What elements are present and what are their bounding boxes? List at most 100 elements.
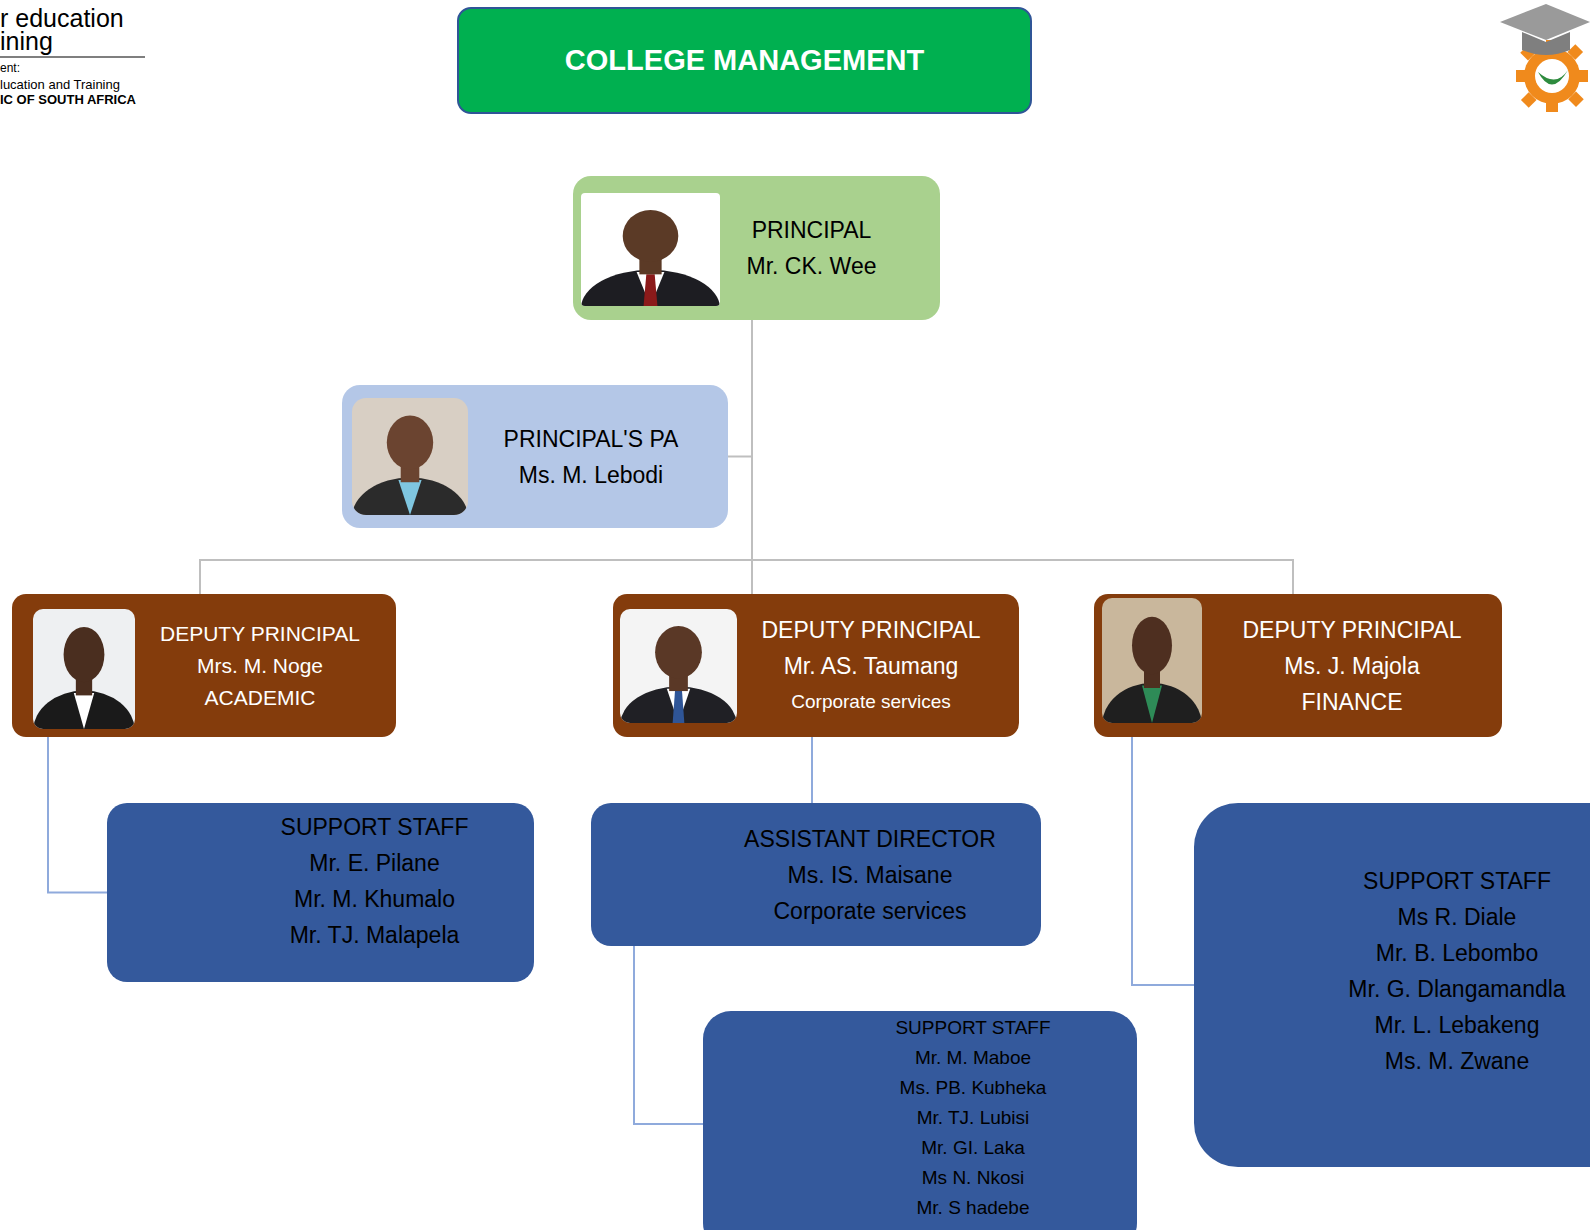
logo-text: ining	[0, 27, 53, 56]
portrait-photo	[1102, 598, 1202, 723]
mortarboard-icon	[1500, 4, 1590, 55]
person-name: Corporate services	[791, 684, 950, 720]
person-name: Mr. TJ. Malapela	[290, 917, 460, 953]
gear-tooth	[1516, 70, 1526, 82]
text-column: ASSISTANT DIRECTORMs. IS. MaisaneCorpora…	[699, 821, 1041, 929]
portrait	[33, 609, 135, 729]
connector-line	[728, 320, 752, 457]
logo-text: ent:	[0, 62, 20, 76]
gear-tooth	[1546, 102, 1558, 112]
person-name: Mr. B. Lebombo	[1376, 935, 1538, 971]
person-name: Mr. GI. Laka	[921, 1133, 1024, 1163]
text-column: PRINCIPALMr. CK. Wee	[723, 212, 900, 284]
connector-line	[634, 946, 703, 1124]
person-name: Mr. TJ. Lubisi	[917, 1103, 1030, 1133]
head	[623, 210, 679, 262]
portrait-photo	[581, 193, 720, 306]
collar	[667, 689, 690, 723]
head	[387, 416, 433, 470]
person-name: Mr. G. Dlangamandla	[1348, 971, 1565, 1007]
person-name: Mr. CK. Wee	[747, 248, 877, 284]
staff-box: SUPPORT STAFFMs R. DialeMr. B. LebomboMr…	[1194, 803, 1590, 1167]
person-name: ACADEMIC	[205, 682, 316, 714]
person-name: Mr. E. Pilane	[309, 845, 439, 881]
person-name: Ms. J. Majola	[1284, 648, 1419, 684]
head	[1132, 617, 1172, 675]
deputy-box: DEPUTY PRINCIPALMs. J. MajolaFINANCE	[1094, 594, 1502, 737]
text-column: DEPUTY PRINCIPALMr. AS. TaumangCorporate…	[741, 612, 1001, 720]
person-name: Mrs. M. Noge	[197, 650, 323, 682]
role-heading: ASSISTANT DIRECTOR	[744, 821, 996, 857]
deputy-box: DEPUTY PRINCIPALMr. AS. TaumangCorporate…	[613, 594, 1019, 737]
person-name: Corporate services	[773, 893, 966, 929]
text-column: PRINCIPAL'S PAMs. M. Lebodi	[472, 421, 710, 493]
portrait-photo	[352, 398, 468, 515]
role-heading: SUPPORT STAFF	[895, 1013, 1050, 1043]
portrait	[581, 193, 720, 306]
college-logo	[1496, 0, 1590, 112]
role-heading: SUPPORT STAFF	[1363, 863, 1551, 899]
person-name: Ms. IS. Maisane	[788, 857, 953, 893]
person-name: Mr. AS. Taumang	[784, 648, 959, 684]
portrait-photo	[620, 609, 737, 723]
role-heading: PRINCIPAL	[752, 212, 872, 248]
connector-line	[752, 320, 1293, 594]
portrait-photo	[33, 609, 135, 729]
text-column: SUPPORT STAFFMs R. DialeMr. B. LebomboMr…	[1316, 863, 1590, 1079]
head	[64, 627, 105, 682]
person-name: FINANCE	[1302, 684, 1403, 720]
cap-top	[1500, 4, 1590, 40]
person-name: Ms N. Nkosi	[922, 1163, 1024, 1193]
logo-text: lucation and Training	[0, 78, 120, 93]
collar	[74, 693, 94, 729]
shoulders	[352, 478, 468, 515]
text-column: SUPPORT STAFFMr. E. PilaneMr. M. Khumalo…	[215, 809, 534, 953]
role-heading: SUPPORT STAFF	[281, 809, 469, 845]
logo-underline	[0, 56, 145, 57]
principal-box: PRINCIPALMr. CK. Wee	[573, 176, 940, 320]
head	[655, 626, 702, 678]
shoulders	[620, 687, 737, 723]
connector-line	[811, 737, 813, 803]
deputy-box: DEPUTY PRINCIPALMrs. M. NogeACADEMIC	[12, 594, 396, 737]
gear-tooth	[1568, 92, 1584, 108]
title-banner: COLLEGE MANAGEMENT	[457, 7, 1032, 114]
role-heading: PRINCIPAL'S PA	[504, 421, 679, 457]
collar	[1142, 686, 1162, 724]
gear-hole	[1535, 59, 1569, 93]
connector-line	[200, 320, 752, 594]
portrait	[620, 609, 737, 723]
portrait	[1102, 598, 1202, 723]
logo-text: IC OF SOUTH AFRICA	[0, 93, 136, 108]
text-column: DEPUTY PRINCIPALMs. J. MajolaFINANCE	[1206, 612, 1498, 720]
assistant-box: PRINCIPAL'S PAMs. M. Lebodi	[342, 385, 728, 528]
text-column: SUPPORT STAFFMr. M. MaboeMs. PB. Kubheka…	[809, 1013, 1137, 1223]
gear-tooth	[1578, 70, 1588, 82]
gear-body	[1524, 48, 1580, 104]
person-name: Ms. M. Lebodi	[519, 457, 663, 493]
connector-line	[48, 737, 107, 893]
cap-band	[1522, 32, 1570, 55]
person-name: Mr. M. Maboe	[915, 1043, 1031, 1073]
title-text: COLLEGE MANAGEMENT	[565, 44, 924, 77]
shoulders	[581, 270, 720, 306]
person-name: Ms. PB. Kubheka	[900, 1073, 1047, 1103]
green-swoosh	[1538, 70, 1568, 85]
collar	[398, 480, 421, 515]
gear-tooth	[1521, 92, 1537, 108]
staff-box: SUPPORT STAFFMr. E. PilaneMr. M. Khumalo…	[107, 803, 534, 982]
person-name: Mr. S hadebe	[916, 1193, 1029, 1223]
collar	[637, 272, 665, 306]
person-name: Ms. M. Zwane	[1385, 1043, 1529, 1079]
necktie	[673, 691, 685, 723]
shoulders	[33, 691, 135, 729]
person-name: Mr. L. Lebakeng	[1375, 1007, 1540, 1043]
portrait	[352, 398, 468, 515]
role-heading: DEPUTY PRINCIPAL	[762, 612, 981, 648]
shoulders	[1102, 683, 1202, 723]
text-column: DEPUTY PRINCIPALMrs. M. NogeACADEMIC	[140, 618, 380, 714]
role-heading: DEPUTY PRINCIPAL	[1243, 612, 1462, 648]
staff-box: SUPPORT STAFFMr. M. MaboeMs. PB. Kubheka…	[703, 1011, 1137, 1230]
person-name: Mr. M. Khumalo	[294, 881, 455, 917]
